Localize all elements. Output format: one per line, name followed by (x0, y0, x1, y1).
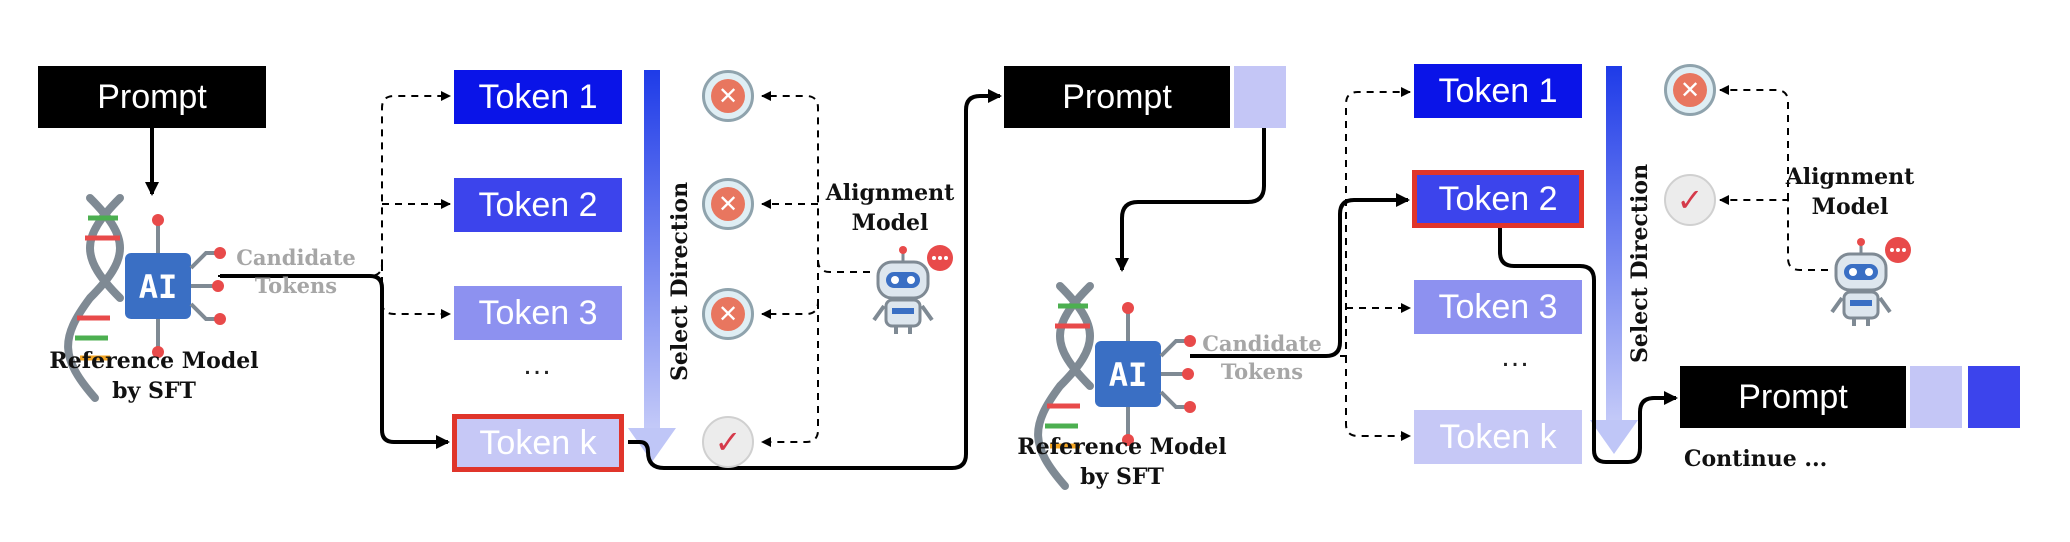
right-alignment-line1: Alignment (1785, 164, 1915, 190)
left-token-3: Token 3 (454, 286, 622, 340)
left-alignment-model-label: Alignment Model (820, 178, 960, 238)
left-select-direction-arrow (628, 70, 676, 462)
left-candidate-line1: Candidate (236, 245, 356, 270)
left-token-2: Token 2 (454, 178, 622, 232)
right-token-1: Token 1 (1414, 64, 1582, 118)
final-prompt-appended-dark (1968, 366, 2020, 428)
final-prompt-box: Prompt (1680, 366, 1906, 428)
left-token-k-selected: Token k (452, 414, 624, 472)
left-alignment-line2: Model (851, 210, 929, 236)
left-token-1: Token 1 (454, 70, 622, 124)
right-token-3: Token 3 (1414, 280, 1582, 334)
right-alignment-model-label: Alignment Model (1780, 162, 1920, 222)
right-select-path (1190, 193, 1410, 358)
left-alignment-line1: Alignment (825, 180, 955, 206)
right-alignment-line2: Model (1811, 194, 1889, 220)
right-reject-x-icon: ✕ (1664, 64, 1716, 116)
right-candidate-line2: Tokens (1220, 359, 1304, 384)
right-reference-model-label: Reference Model by SFT (1002, 432, 1242, 492)
right-reference-line1: Reference Model (1017, 434, 1227, 460)
left-reject-x-icon-1: ✕ (702, 70, 754, 122)
left-reference-line1: Reference Model (49, 348, 259, 374)
right-reference-line2: by SFT (1080, 464, 1164, 490)
right-prompt-to-model-arrow (1115, 128, 1266, 272)
right-prompt-box: Prompt (1004, 66, 1230, 128)
right-panel (1038, 66, 2020, 486)
left-candidate-line2: Tokens (254, 273, 338, 298)
left-select-direction-label: Select Direction (667, 181, 693, 381)
right-select-direction-arrow (1590, 66, 1638, 454)
left-robot-icon (872, 243, 955, 336)
continue-label: Continue ... (1684, 446, 1828, 472)
continue-path (1498, 226, 1678, 464)
right-prompt-appended-cell (1234, 66, 1286, 128)
right-ellipsis: … (1500, 340, 1530, 373)
left-checkmark-icon: ✓ (702, 416, 754, 468)
right-checkmark-icon: ✓ (1664, 174, 1716, 226)
final-prompt-appended-light (1910, 366, 1962, 428)
bridge-path (628, 89, 1002, 470)
right-robot-icon (1830, 235, 1913, 328)
right-alignment-dashed-lines (1719, 85, 1828, 271)
right-token-2-selected: Token 2 (1412, 170, 1584, 228)
right-select-direction-label: Select Direction (1627, 163, 1653, 363)
left-select-path (220, 274, 450, 449)
left-reject-x-icon-2: ✕ (702, 178, 754, 230)
left-prompt-box: Prompt (38, 66, 266, 128)
right-token-k: Token k (1414, 410, 1582, 464)
left-ellipsis: … (522, 348, 552, 381)
right-candidate-line1: Candidate (1202, 331, 1322, 356)
right-candidate-dashed-lines (1340, 87, 1411, 441)
left-alignment-dashed-lines (761, 91, 870, 447)
left-panel (68, 70, 1002, 470)
left-reference-model-label: Reference Model by SFT (34, 346, 274, 406)
left-reference-line2: by SFT (112, 378, 196, 404)
left-candidate-tokens-label: Candidate Tokens (226, 244, 366, 300)
right-candidate-tokens-label: Candidate Tokens (1192, 330, 1332, 386)
left-reject-x-icon-3: ✕ (702, 288, 754, 340)
